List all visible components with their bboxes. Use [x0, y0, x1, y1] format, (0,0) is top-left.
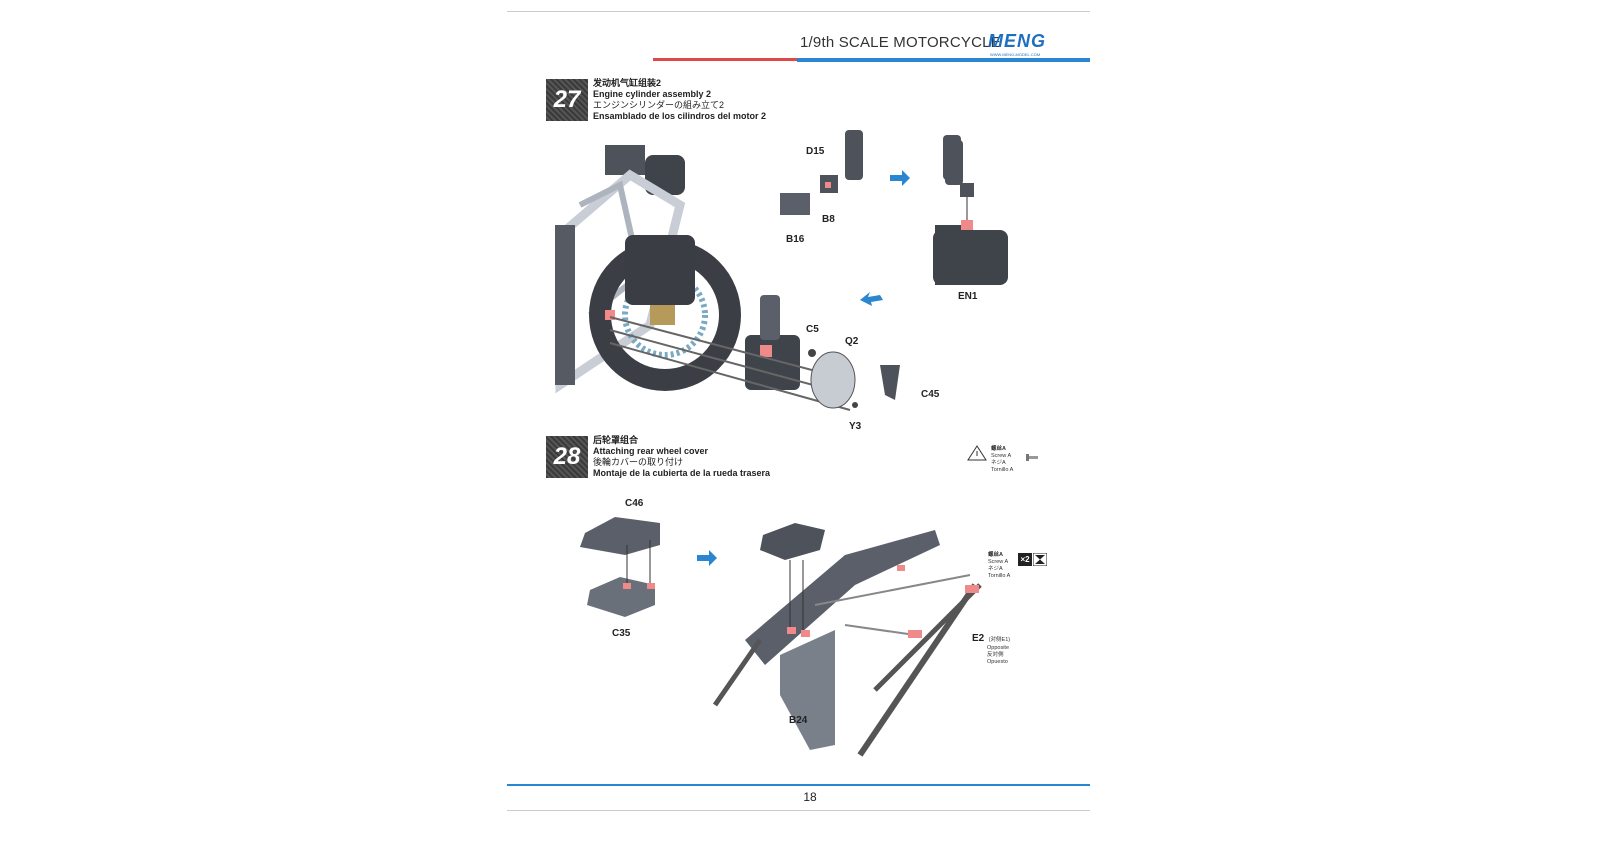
- part-label-c46: C46: [625, 498, 644, 509]
- bottom-rule: [507, 810, 1090, 811]
- arrow-right-icon: [890, 170, 910, 186]
- screw-zh: 螺丝A: [991, 446, 1006, 452]
- callout-screw-ja: ネジA: [988, 566, 1003, 572]
- callout-screw-zh: 螺丝A: [988, 552, 1003, 558]
- logo-url: WWW.MENG-MODEL.COM: [990, 52, 1041, 57]
- arrow-left-icon: [860, 292, 883, 306]
- motorcycle-frame-illustration: [555, 145, 741, 394]
- screw-icon: [1026, 454, 1038, 461]
- page-title: 1/9th SCALE MOTORCYCLE: [800, 34, 1001, 51]
- part-label-b16: B16: [786, 234, 805, 245]
- page-number: 18: [803, 790, 817, 804]
- opposite-notes: Opposite 反対側 Opuesto: [987, 645, 1009, 666]
- d15-b8-b16-parts: [780, 130, 863, 215]
- screw-legend: 螺丝A Screw A ネジA Tornillo A: [991, 446, 1013, 474]
- part-label-d15: D15: [806, 146, 825, 157]
- en1-cylinder-right: [933, 140, 1008, 285]
- top-rule: [507, 11, 1090, 12]
- part-label-c45: C45: [921, 389, 940, 400]
- step-28-es: Montaje de la cubierta de la rueda trase…: [593, 468, 771, 478]
- header-bar-red: [653, 58, 803, 61]
- step-28-number: 28: [546, 436, 588, 478]
- c46-c35-parts: [580, 517, 660, 617]
- quantity-badge: ×2: [1018, 553, 1032, 566]
- step-28-en: Attaching rear wheel cover: [593, 446, 709, 456]
- step-27-en: Engine cylinder assembly 2: [593, 89, 712, 99]
- step-27-es: Ensamblado de los cilindros del motor 2: [593, 111, 767, 121]
- part-label-b24: B24: [789, 715, 808, 726]
- step-27-ja: エンジンシリンダーの組み立て2: [593, 100, 725, 110]
- cylinder-assembly: [609, 295, 900, 411]
- part-label-c35: C35: [612, 628, 631, 639]
- part-label-en1: EN1: [958, 291, 978, 302]
- callout-screw-en: Screw A: [988, 559, 1009, 565]
- screw-ja: ネジA: [991, 460, 1006, 466]
- screw-es: Tornillo A: [991, 467, 1014, 473]
- e2-callout: E2 (对侧E1): [972, 631, 1010, 645]
- part-label-e2: E2: [972, 633, 985, 644]
- step-28-caption: 后轮罩组合 Attaching rear wheel cover 後輪カバーの取…: [593, 435, 770, 479]
- step-27-caption: 发动机气缸组装2 Engine cylinder assembly 2 エンジン…: [593, 78, 766, 122]
- part-label-q2: Q2: [845, 336, 859, 347]
- header-bar-blue: [797, 58, 1090, 62]
- footer-bar: [507, 784, 1090, 786]
- rear-fender-assembly: [712, 523, 982, 757]
- part-label-y3: Y3: [849, 421, 862, 432]
- warning-icon: [967, 445, 987, 461]
- callout-screw-es: Tornillo A: [988, 573, 1011, 579]
- part-label-c5: C5: [806, 324, 819, 335]
- screw-callout: 螺丝A Screw A ネジA Tornillo A: [988, 552, 1010, 580]
- step-27-diagram: [555, 130, 970, 411]
- arrow-right-icon: [697, 550, 717, 566]
- step-28-diagram: [580, 517, 982, 757]
- cement-free-icon: [1033, 553, 1047, 566]
- screw-en: Screw A: [991, 453, 1012, 459]
- step-28-zh: 后轮罩组合: [593, 435, 639, 445]
- opposite-es: Opuesto: [987, 659, 1008, 665]
- opposite-en: Opposite: [987, 645, 1010, 651]
- step-27-number: 27: [546, 79, 588, 121]
- e2-note: (对侧E1): [988, 637, 1011, 643]
- step-27-zh: 发动机气缸组装2: [593, 78, 662, 88]
- meng-logo: MENG: [988, 31, 1046, 51]
- opposite-ja: 反対側: [987, 652, 1004, 658]
- step-28-ja: 後輪カバーの取り付け: [593, 457, 684, 467]
- part-label-b8: B8: [822, 214, 835, 225]
